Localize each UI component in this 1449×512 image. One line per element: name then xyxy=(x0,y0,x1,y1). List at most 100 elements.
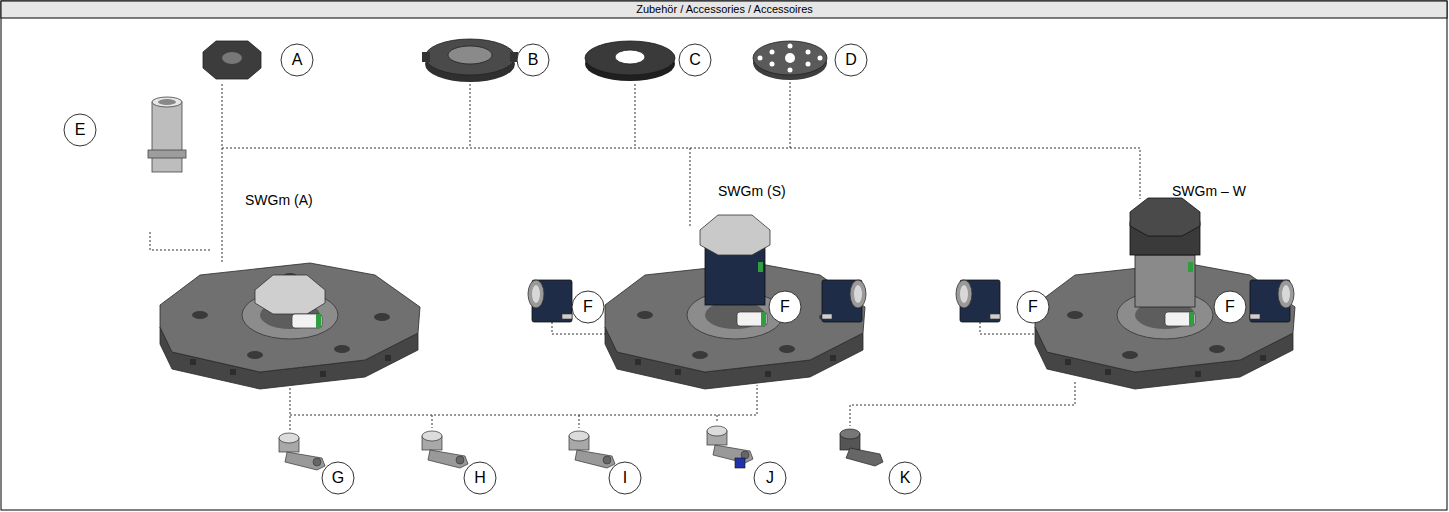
part-hole xyxy=(788,68,793,73)
circle-shape xyxy=(679,44,711,76)
callout-letter: J xyxy=(766,469,774,487)
leader-line xyxy=(690,148,691,228)
part-body xyxy=(425,39,515,75)
fitting xyxy=(737,312,767,326)
callout-circle: C xyxy=(678,43,712,77)
accessory-e xyxy=(148,97,186,172)
callout-letter: D xyxy=(845,51,857,69)
part-top xyxy=(152,97,182,107)
accessory-h xyxy=(422,431,468,468)
part-tab xyxy=(422,52,430,62)
callout-letter: H xyxy=(474,469,486,487)
callout-circle: E xyxy=(63,113,97,147)
side-module xyxy=(956,280,1000,322)
leader-line xyxy=(850,382,1075,426)
adapter-plate xyxy=(255,275,325,314)
part-hole xyxy=(788,44,793,49)
accessory-d xyxy=(753,41,827,80)
circle-shape xyxy=(1214,291,1246,323)
leader-line xyxy=(290,388,291,430)
callout-circle: F xyxy=(1213,290,1247,324)
part-label: SWGm (A) xyxy=(245,192,313,209)
part-bore xyxy=(222,52,242,64)
circle-shape xyxy=(769,291,801,323)
callout-circle: J xyxy=(753,461,787,495)
fitting xyxy=(292,314,322,328)
accessory-j xyxy=(707,426,753,468)
circle-shape xyxy=(517,44,549,76)
accessory-b xyxy=(422,39,518,82)
callout-letter: I xyxy=(623,469,627,487)
leader-line xyxy=(222,148,1140,199)
circle-shape xyxy=(889,462,921,494)
part-hole xyxy=(758,56,763,61)
adapter-plate xyxy=(1130,198,1200,236)
callout-circle: K xyxy=(888,461,922,495)
title: Zubehör / Accessories / Accessoires xyxy=(0,1,1449,18)
fitting-ring xyxy=(316,314,321,328)
callout-circle: F xyxy=(768,290,802,324)
leader-line xyxy=(290,385,757,415)
part-hole xyxy=(806,50,811,55)
leader-line xyxy=(790,82,791,148)
side-module xyxy=(1250,280,1294,322)
circle-shape xyxy=(572,291,604,323)
leader-line xyxy=(579,415,580,428)
part-top xyxy=(840,429,860,439)
part-hole xyxy=(806,62,811,67)
leader-line xyxy=(222,84,223,262)
circle-shape xyxy=(281,44,313,76)
adapter-plate xyxy=(700,215,770,255)
accessory-c xyxy=(585,41,675,81)
fitting xyxy=(1165,312,1195,326)
leader-line xyxy=(432,415,433,428)
circle-shape xyxy=(64,114,96,146)
part-body xyxy=(753,41,827,75)
part-bore xyxy=(615,50,645,64)
part-arm xyxy=(846,448,883,466)
circle-shape xyxy=(754,462,786,494)
fitting-ring xyxy=(761,312,766,326)
callout-circle: H xyxy=(463,461,497,495)
callout-letter: F xyxy=(780,298,790,316)
callout-circle: F xyxy=(1016,290,1050,324)
callout-circle: B xyxy=(516,43,550,77)
callout-circle: F xyxy=(571,290,605,324)
accessory-a xyxy=(203,41,261,79)
callout-letter: G xyxy=(332,469,344,487)
circle-shape xyxy=(609,462,641,494)
callout-letter: B xyxy=(528,51,539,69)
leader-line xyxy=(150,232,212,250)
callout-letter: F xyxy=(1225,298,1235,316)
part-hole xyxy=(818,56,823,61)
callout-circle: I xyxy=(608,461,642,495)
leader-line xyxy=(470,84,471,148)
part-hole xyxy=(785,53,795,63)
accessory-i xyxy=(569,431,615,468)
leader-line xyxy=(717,415,718,423)
part-bore xyxy=(158,99,176,105)
tower xyxy=(1135,255,1195,307)
part-body xyxy=(707,426,753,463)
leader-line xyxy=(635,84,636,148)
part-hole xyxy=(770,50,775,55)
part-body xyxy=(585,41,675,75)
part-collar xyxy=(148,150,186,158)
circle-shape xyxy=(835,44,867,76)
side-module xyxy=(822,280,866,322)
callout-circle: D xyxy=(834,43,868,77)
part-bore xyxy=(448,46,492,64)
part-screw xyxy=(735,458,745,468)
accessory-g xyxy=(279,433,325,470)
indicator xyxy=(1188,262,1193,272)
callout-circle: A xyxy=(280,43,314,77)
callout-circle: G xyxy=(321,461,355,495)
part-body xyxy=(203,41,261,79)
callout-letter: F xyxy=(1028,298,1038,316)
part-label: SWGm – W xyxy=(1172,183,1246,200)
accessory-k xyxy=(840,429,883,466)
